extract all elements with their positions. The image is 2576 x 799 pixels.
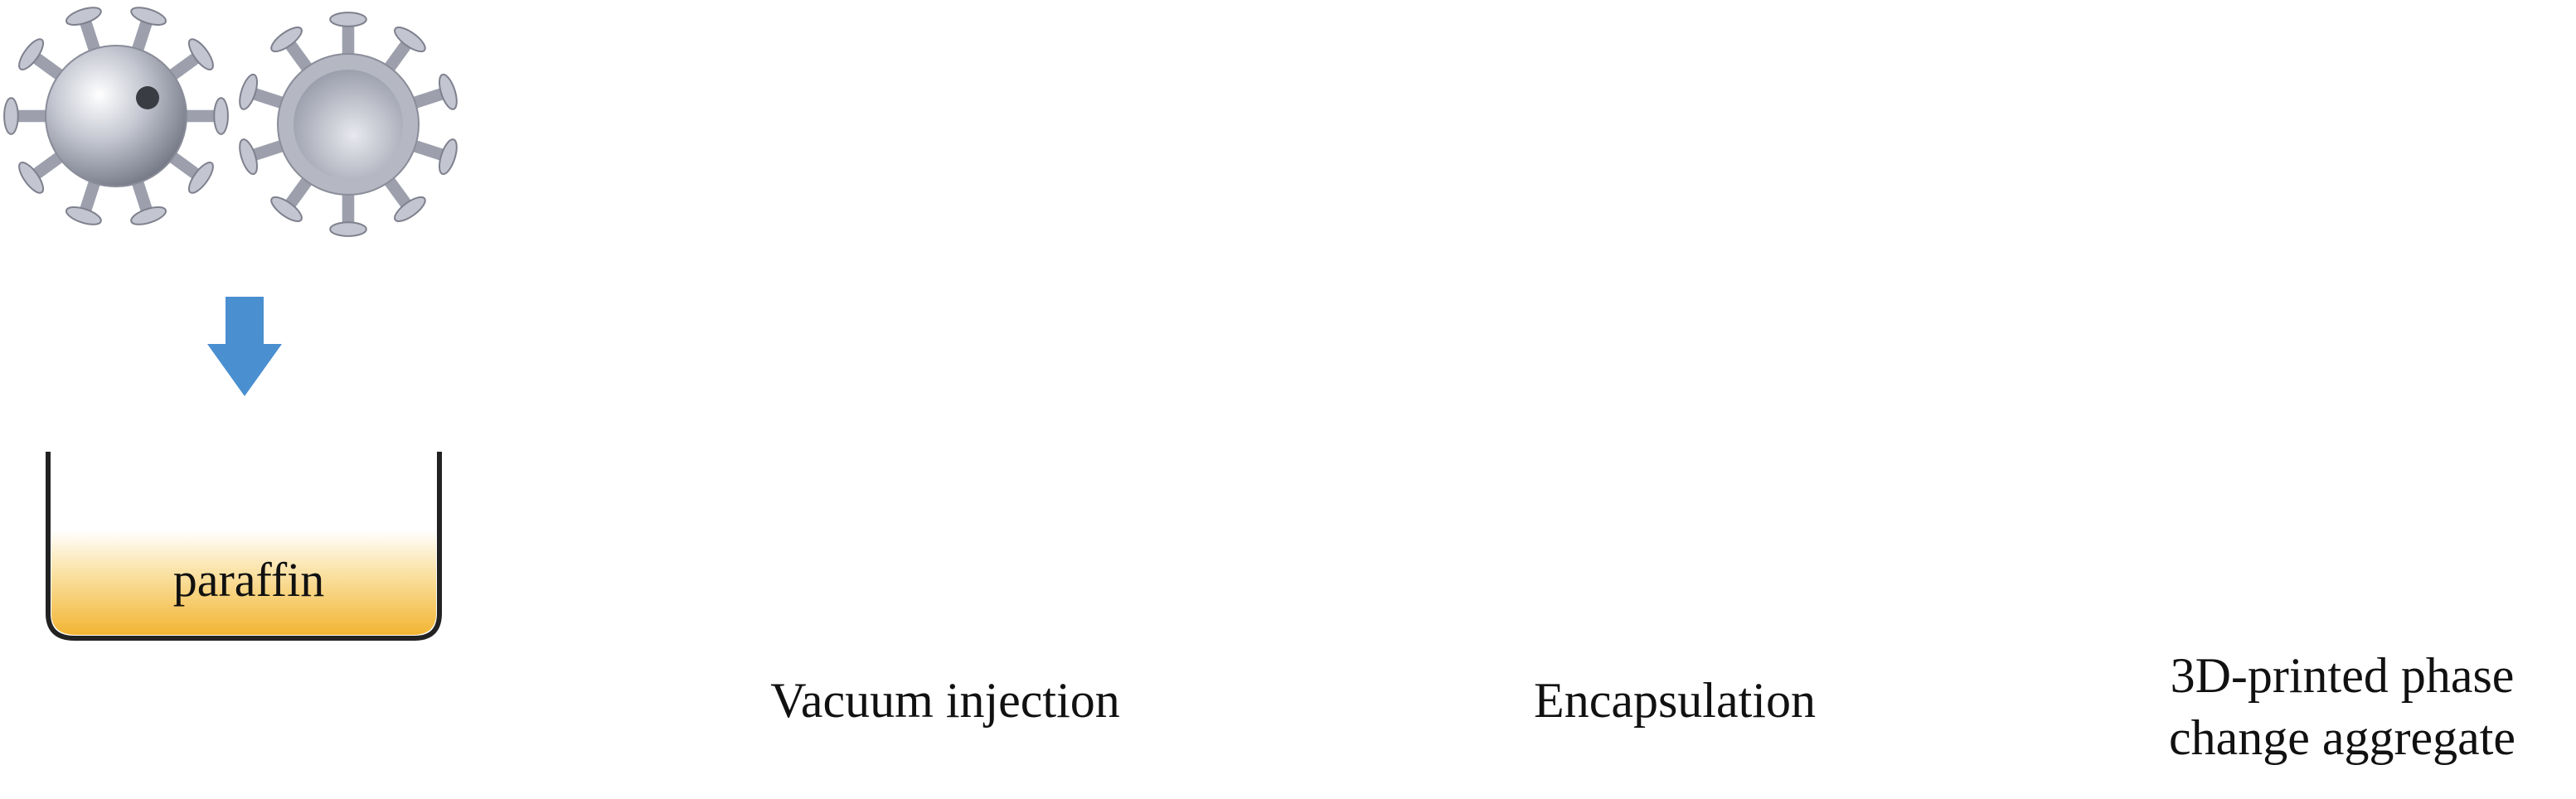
spike-knob (329, 183, 367, 237)
spike-knob (329, 12, 367, 65)
injection-hole (136, 86, 159, 109)
aggregate-label: 3D-printed phase change aggregate (2122, 646, 2562, 771)
spike-knob (130, 172, 167, 225)
aggregate-label-line1: 3D-printed phase (2170, 648, 2515, 703)
spike-knob (163, 38, 214, 84)
spike-knob (270, 171, 316, 222)
paraffin-label: paraffin (172, 553, 325, 607)
spike-knob (65, 7, 102, 61)
encapsulation-label: Encapsulation (1534, 673, 1816, 728)
spike-knob (18, 148, 70, 194)
spike-knob (163, 148, 214, 194)
spike-knob (175, 97, 229, 135)
spike-knob (270, 27, 316, 78)
vacuum-injection-label: Vacuum injection (770, 673, 1120, 728)
spike-knob (381, 171, 426, 222)
paraffin-container (46, 452, 442, 641)
aggregate-label-line2: change aggregate (2168, 710, 2516, 765)
spike-knob (18, 38, 70, 84)
hollow-shell-with-hole (3, 7, 229, 225)
spike-knob (404, 138, 458, 176)
spike-knob (381, 27, 426, 78)
spike-knob (239, 138, 293, 176)
spike-knob (404, 73, 458, 110)
paraffin-liquid (51, 530, 436, 635)
down-arrow (207, 297, 282, 396)
spike-knob (130, 7, 167, 61)
spike-knob (65, 172, 102, 225)
shell-cross-section (239, 12, 458, 237)
spike-knob (239, 73, 293, 110)
spike-knob (3, 97, 57, 135)
